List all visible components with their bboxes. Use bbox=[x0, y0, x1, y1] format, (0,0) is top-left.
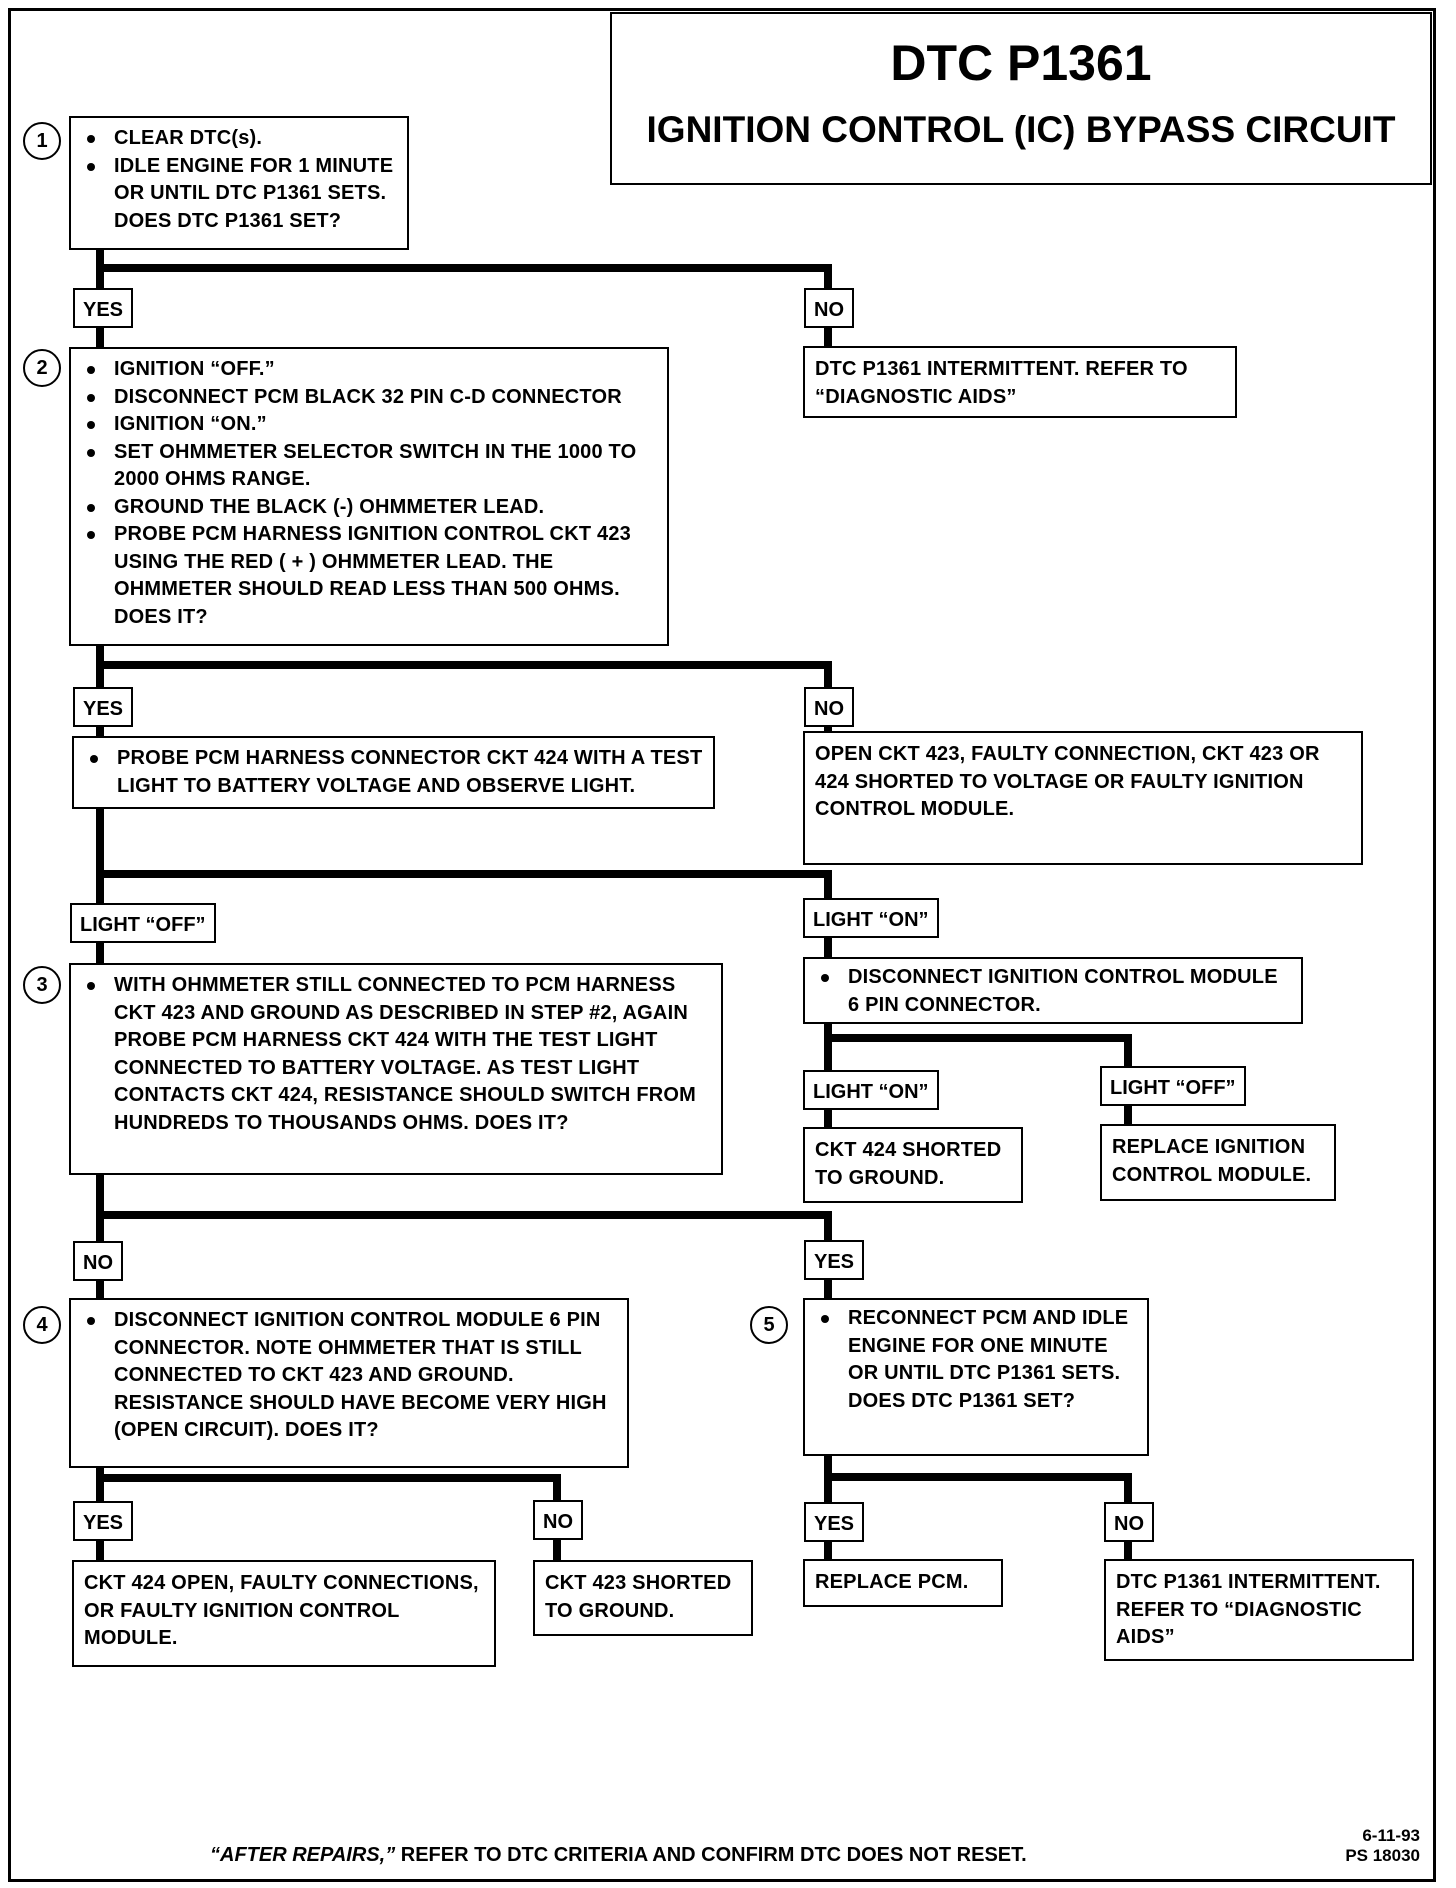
result-intermittent-top: DTC P1361 INTERMITTENT. REFER TO “DIAGNO… bbox=[803, 346, 1237, 418]
step-1-item-2: IDLE ENGINE FOR 1 MINUTE OR UNTIL DTC P1… bbox=[83, 153, 397, 236]
disconnect-6pin-box: DISCONNECT IGNITION CONTROL MODULE 6 PIN… bbox=[803, 957, 1303, 1024]
6pin-light-on-label: LIGHT “ON” bbox=[803, 1070, 939, 1110]
step-2-yes-label: YES bbox=[73, 687, 134, 727]
step-2-item-6: PROBE PCM HARNESS IGNITION CONTROL CKT 4… bbox=[83, 521, 657, 631]
footer-reference: 6-11-93 PS 18030 bbox=[1345, 1826, 1420, 1866]
result-open-423: OPEN CKT 423, FAULTY CONNECTION, CKT 423… bbox=[803, 731, 1363, 865]
step-2-item-1: IGNITION “OFF.” bbox=[83, 356, 657, 384]
light-off-label: LIGHT “OFF” bbox=[70, 903, 216, 943]
step-2-number: 2 bbox=[23, 349, 61, 387]
step-4-yes-label: YES bbox=[73, 1501, 134, 1541]
connector-3 bbox=[96, 1171, 832, 1245]
step-2-item-5: GROUND THE BLACK (-) OHMMETER LEAD. bbox=[83, 494, 657, 522]
title-code: DTC P1361 bbox=[890, 35, 1152, 91]
step-2-item-4: SET OHMMETER SELECTOR SWITCH IN THE 1000… bbox=[83, 439, 657, 494]
connector-4 bbox=[96, 1464, 561, 1505]
result-short-423: CKT 423 SHORTED TO GROUND. bbox=[533, 1560, 753, 1636]
title-name: IGNITION CONTROL (IC) BYPASS CIRCUIT bbox=[646, 109, 1396, 150]
step-1-yes-label: YES bbox=[73, 288, 134, 328]
step-2-box: IGNITION “OFF.” DISCONNECT PCM BLACK 32 … bbox=[69, 347, 669, 646]
disconnect-6pin-item: DISCONNECT IGNITION CONTROL MODULE 6 PIN… bbox=[817, 964, 1291, 1019]
light-on-label: LIGHT “ON” bbox=[803, 898, 939, 938]
step-3-yes-label: YES bbox=[804, 1240, 865, 1280]
step-1-item-1: CLEAR DTC(s). bbox=[83, 125, 397, 153]
step-1-number: 1 bbox=[23, 122, 61, 160]
footer-emphasis: “AFTER REPAIRS,” bbox=[210, 1844, 396, 1866]
connector-2 bbox=[96, 642, 832, 691]
step-3-number: 3 bbox=[23, 966, 61, 1004]
result-short-424: CKT 424 SHORTED TO GROUND. bbox=[803, 1127, 1023, 1203]
step-4-box: DISCONNECT IGNITION CONTROL MODULE 6 PIN… bbox=[69, 1298, 629, 1468]
probe-424-box: PROBE PCM HARNESS CONNECTOR CKT 424 WITH… bbox=[72, 736, 715, 809]
step-2-no-label: NO bbox=[804, 687, 854, 727]
step-1-no-label: NO bbox=[804, 288, 854, 328]
footer-ps-number: PS 18030 bbox=[1345, 1846, 1420, 1865]
footer-instruction: REFER TO DTC CRITERIA AND CONFIRM DTC DO… bbox=[395, 1844, 1027, 1866]
result-replace-pcm: REPLACE PCM. bbox=[803, 1559, 1003, 1607]
probe-424-item: PROBE PCM HARNESS CONNECTOR CKT 424 WITH… bbox=[86, 745, 703, 800]
step-5-yes-label: YES bbox=[804, 1502, 865, 1542]
6pin-light-off-label: LIGHT “OFF” bbox=[1100, 1066, 1246, 1106]
step-5-no-label: NO bbox=[1104, 1502, 1154, 1542]
result-open-424: CKT 424 OPEN, FAULTY CONNECTIONS, OR FAU… bbox=[72, 1560, 496, 1667]
step-3-no-label: NO bbox=[73, 1241, 123, 1281]
step-2-item-2: DISCONNECT PCM BLACK 32 PIN C-D CONNECTO… bbox=[83, 384, 657, 412]
step-4-no-label: NO bbox=[533, 1500, 583, 1540]
connector-probe bbox=[96, 805, 832, 907]
result-replace-icm: REPLACE IGNITION CONTROL MODULE. bbox=[1100, 1124, 1336, 1201]
footer-note: “AFTER REPAIRS,” REFER TO DTC CRITERIA A… bbox=[210, 1843, 1070, 1867]
step-5-item-1: RECONNECT PCM AND IDLE ENGINE FOR ONE MI… bbox=[817, 1305, 1137, 1415]
footer-date: 6-11-93 bbox=[1362, 1826, 1420, 1845]
connector-1 bbox=[96, 246, 832, 292]
step-3-item-1: WITH OHMMETER STILL CONNECTED TO PCM HAR… bbox=[83, 972, 711, 1137]
step-5-number: 5 bbox=[750, 1306, 788, 1344]
step-1-box: CLEAR DTC(s). IDLE ENGINE FOR 1 MINUTE O… bbox=[69, 116, 409, 250]
page-border bbox=[8, 8, 1436, 1882]
step-4-item-1: DISCONNECT IGNITION CONTROL MODULE 6 PIN… bbox=[83, 1307, 617, 1445]
step-2-item-3: IGNITION “ON.” bbox=[83, 411, 657, 439]
connector-5 bbox=[824, 1452, 1132, 1506]
result-intermittent-bottom: DTC P1361 INTERMITTENT. REFER TO “DIAGNO… bbox=[1104, 1559, 1414, 1661]
connector-6pin bbox=[824, 1020, 1132, 1074]
step-3-box: WITH OHMMETER STILL CONNECTED TO PCM HAR… bbox=[69, 963, 723, 1175]
step-4-number: 4 bbox=[23, 1306, 61, 1344]
step-5-box: RECONNECT PCM AND IDLE ENGINE FOR ONE MI… bbox=[803, 1298, 1149, 1456]
title-box: DTC P1361 IGNITION CONTROL (IC) BYPASS C… bbox=[610, 12, 1432, 185]
